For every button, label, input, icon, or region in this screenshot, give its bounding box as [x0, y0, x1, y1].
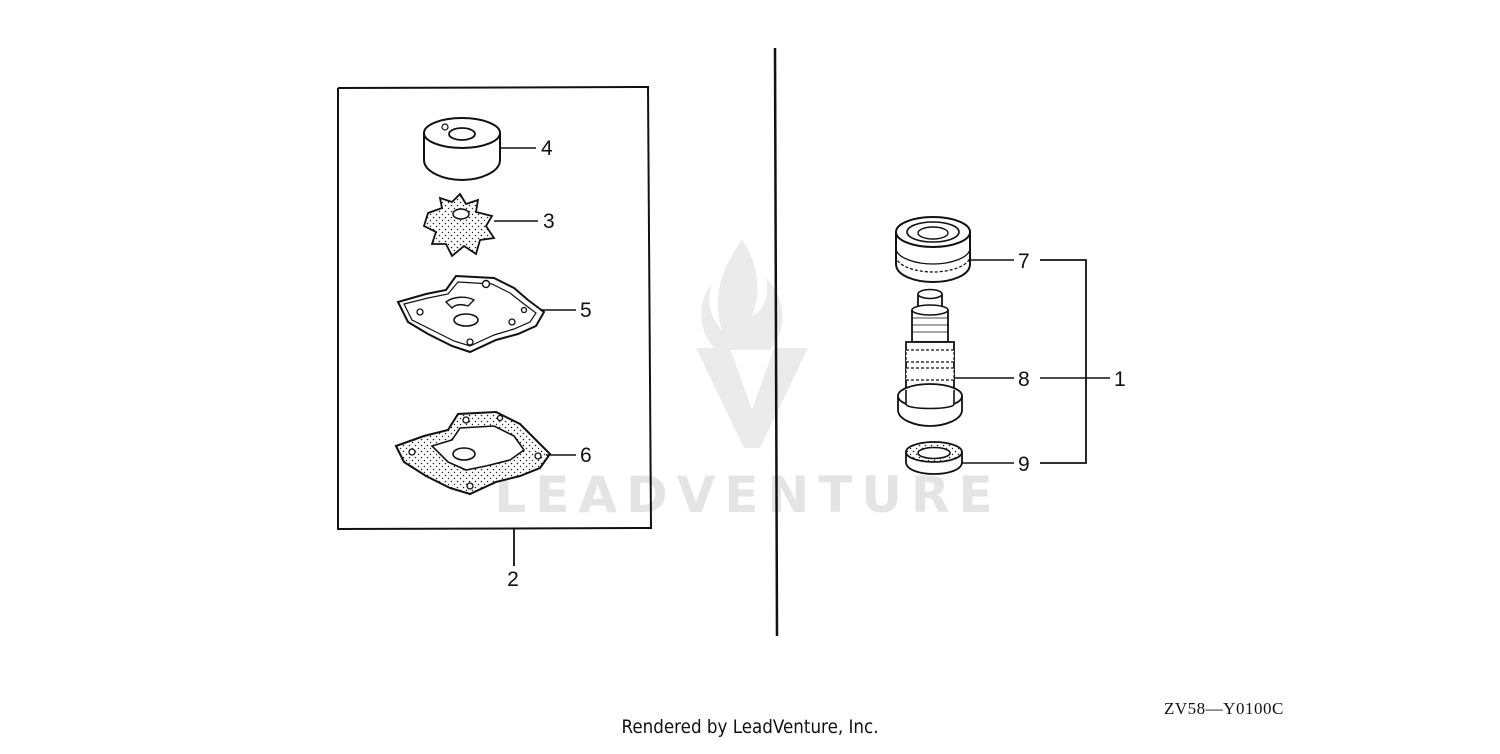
assembly-bracket	[1040, 259, 1087, 464]
part-7-callout: 7	[1018, 250, 1030, 273]
kit-callout: 2	[507, 568, 519, 591]
part-9: 9	[905, 441, 1030, 476]
part-6: 6	[394, 410, 592, 496]
kit-group: 2	[337, 85, 653, 591]
diagram-code: ZV58—Y0100C	[1164, 699, 1284, 718]
watermark-logo-icon	[696, 240, 808, 448]
part-4-callout: 4	[541, 137, 553, 160]
part-7: 7	[895, 216, 1030, 284]
part-8-callout: 8	[1018, 368, 1030, 391]
part-6-callout: 6	[580, 444, 592, 467]
assembly-group: 1	[1040, 259, 1126, 464]
kit-box	[337, 85, 653, 531]
footer-text: Rendered by LeadVenture, Inc.	[621, 716, 879, 738]
part-5-callout: 5	[580, 299, 592, 322]
assembly-callout: 1	[1114, 368, 1126, 391]
pump-housing-icon	[423, 117, 501, 182]
part-9-callout: 9	[1018, 453, 1030, 476]
part-4: 4	[423, 117, 553, 182]
shaft-icon	[897, 288, 963, 427]
part-5: 5	[396, 274, 592, 354]
impeller-icon	[422, 192, 496, 258]
part-3: 3	[422, 192, 555, 258]
part-8: 8	[897, 288, 1030, 427]
watermark-text: LEADVENTURE	[494, 466, 1001, 524]
washer-icon	[905, 441, 963, 475]
wear-plate-icon	[396, 274, 546, 354]
leadventure-watermark: LEADVENTURE	[494, 240, 1001, 524]
footer: Rendered by LeadVenture, Inc.	[0, 716, 1500, 738]
part-3-callout: 3	[543, 210, 555, 233]
bearing-icon	[895, 216, 971, 284]
gasket-icon	[394, 410, 552, 496]
divider-line	[773, 47, 779, 637]
